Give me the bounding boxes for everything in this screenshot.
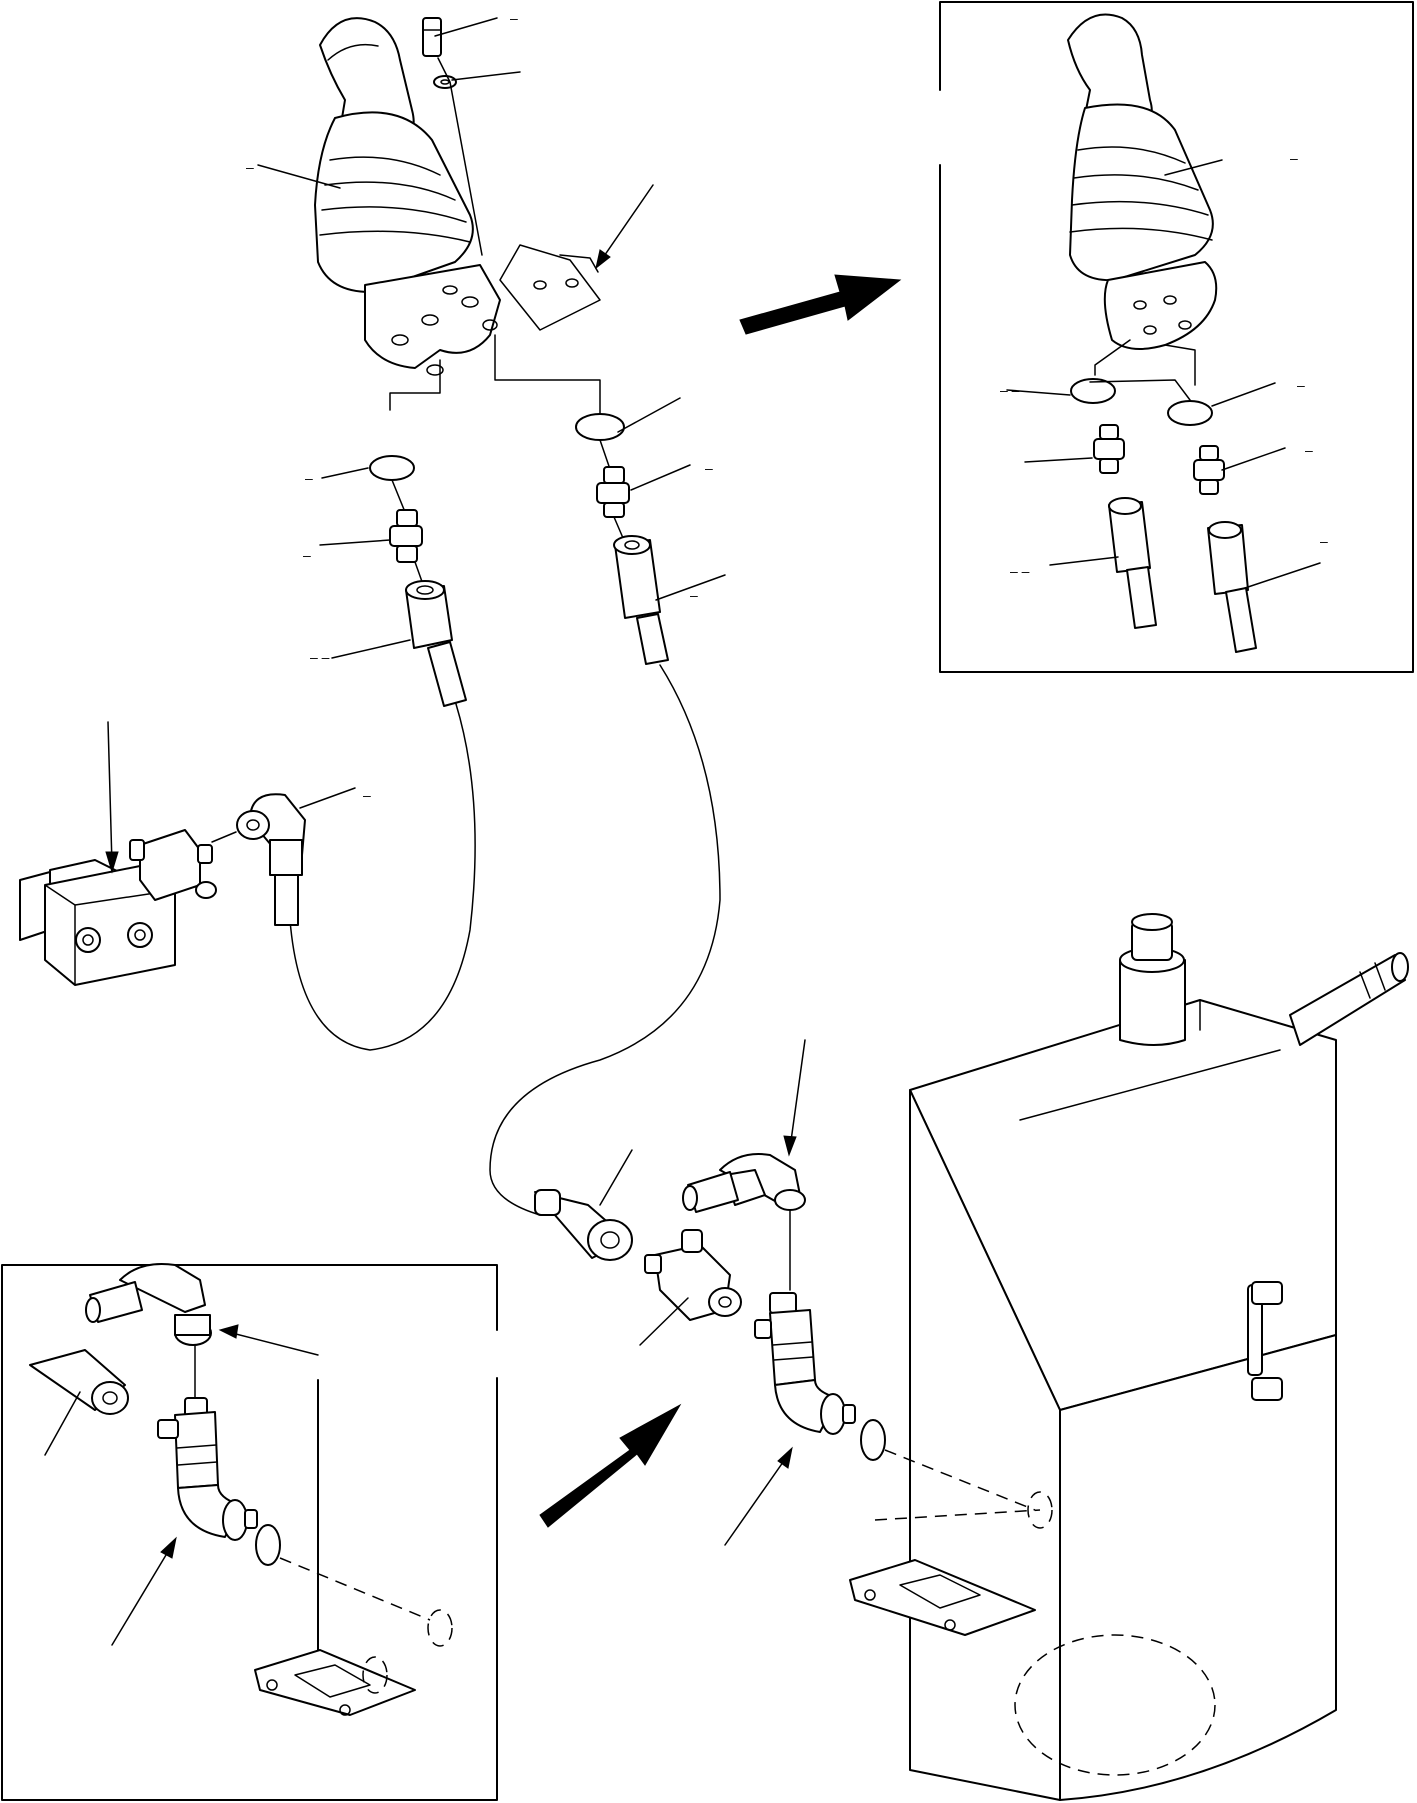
hose-end-icon: [535, 1190, 632, 1260]
callout-label: –: [1297, 377, 1305, 393]
o-ring-icon: [861, 1420, 885, 1460]
joystick-icon: [1068, 14, 1216, 349]
washer-icon: [434, 76, 456, 88]
callout-label: –: [705, 460, 713, 476]
leader-lines: [45, 18, 1320, 1455]
detail-frame-lower-left: [2, 1265, 497, 1800]
solenoid-valve-icon: [20, 830, 216, 985]
callout-label: –: [1290, 150, 1298, 166]
hose-end-icon: [30, 1350, 128, 1414]
o-ring-icon: [1071, 379, 1212, 425]
view-arrow-icon: [740, 275, 900, 334]
callout-label: –: [246, 159, 254, 175]
o-ring-icon: [256, 1525, 280, 1565]
tee-fitting-icon: [158, 1398, 257, 1540]
elbow-fitting-icon: [755, 1293, 855, 1434]
callout-label: –: [510, 10, 518, 26]
joystick-icon: [315, 18, 600, 375]
screw-icon: [423, 18, 441, 56]
callout-label: –: [690, 587, 698, 603]
pointer-arrow-icon: [784, 1040, 805, 1155]
elbow-fitting-icon: [237, 794, 305, 925]
callout-label: –: [305, 470, 313, 486]
hose-end-icon: [1109, 498, 1256, 652]
tee-fitting-icon: [645, 1230, 741, 1320]
hose-end-icon: [406, 536, 668, 706]
elbow-fitting-icon: [683, 1154, 805, 1212]
callout-labels: – – – – – – – – – – – – – – – – –: [246, 10, 1328, 803]
pointer-arrow-icon: [106, 722, 118, 872]
pointer-arrow-icon: [596, 185, 653, 268]
callout-label: –: [363, 787, 371, 803]
pointer-arrow-icon: [112, 1538, 176, 1645]
callout-label: – –: [310, 649, 330, 665]
sight-gauge-icon: [1248, 1282, 1282, 1400]
adapter-fitting-icon: [390, 467, 629, 562]
callout-label: – –: [1000, 382, 1020, 398]
hydraulic-tank-icon: [850, 914, 1408, 1800]
o-ring-icon: [370, 414, 624, 480]
pointer-arrow-icon: [220, 1325, 318, 1355]
elbow-fitting-icon: [86, 1264, 211, 1345]
callout-label: –: [1320, 533, 1328, 549]
callout-label: – –: [1010, 563, 1030, 579]
pointer-arrow-icon: [725, 1448, 792, 1545]
adapter-fitting-icon: [1094, 425, 1224, 494]
view-arrow-icon: [540, 1405, 680, 1527]
detail-frame-upper-right: [940, 2, 1413, 672]
callout-label: –: [1305, 442, 1313, 458]
callout-label: –: [303, 547, 311, 563]
